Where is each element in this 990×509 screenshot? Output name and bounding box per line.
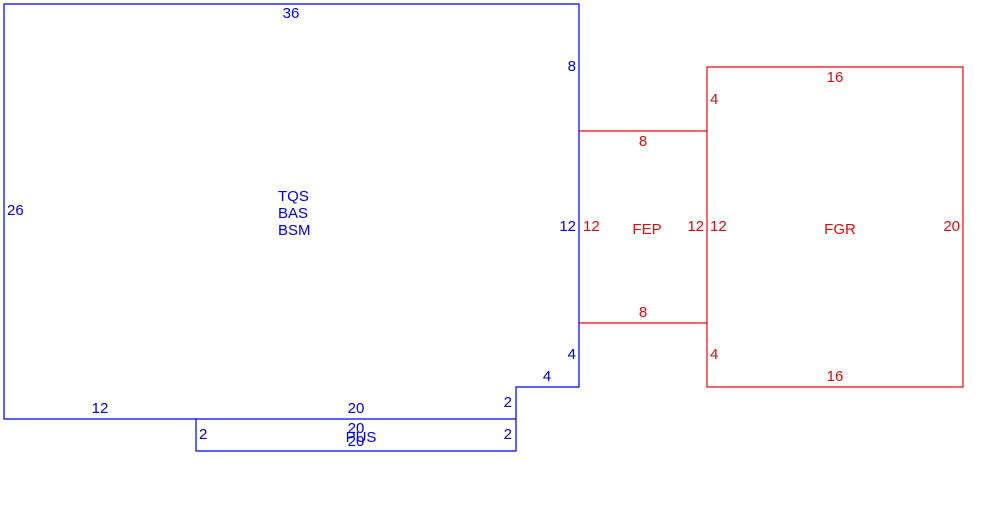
fep-outline	[579, 130, 707, 324]
area-code-fgr: FGR	[824, 221, 856, 238]
main-area-outline	[3, 3, 580, 420]
dim-main-left: 26	[7, 202, 24, 219]
area-code-tqs: TQS	[278, 188, 309, 205]
dim-porch-right: 2	[504, 426, 512, 443]
area-code-bsm: BSM	[278, 222, 311, 239]
dim-fgr-bottom: 16	[827, 368, 844, 385]
dim-fep-left: 12	[583, 218, 600, 235]
dim-main-step-horizontal: 4	[543, 368, 551, 385]
dim-fgr-left-lower: 4	[710, 346, 718, 363]
area-code-fep: FEP	[632, 221, 661, 238]
fgr-outline	[706, 66, 964, 388]
dim-main-right-mid: 12	[559, 218, 576, 235]
dim-porch-bottom: 20	[348, 433, 365, 450]
area-code-bas: BAS	[278, 205, 308, 222]
dim-main-right-upper: 8	[568, 58, 576, 75]
dim-main-bottom-right: 20	[348, 400, 365, 417]
dim-fgr-left: 12	[710, 218, 727, 235]
area-code-pus: PUS	[346, 429, 377, 446]
dim-porch-left: 2	[199, 426, 207, 443]
dim-fep-bottom: 8	[639, 304, 647, 321]
dim-fgr-left-upper: 4	[710, 91, 718, 108]
dim-fgr-right: 20	[943, 218, 960, 235]
dim-fgr-top: 16	[827, 69, 844, 86]
dim-fep-right: 12	[687, 218, 704, 235]
dim-main-bottom-left: 12	[92, 400, 109, 417]
dim-fep-top: 8	[639, 133, 647, 150]
dim-main-top: 36	[283, 5, 300, 22]
dim-porch-top: 20	[348, 420, 365, 437]
dim-main-right-lower: 4	[568, 346, 576, 363]
dim-main-step-vertical: 2	[504, 394, 512, 411]
porch-outline	[195, 419, 517, 452]
